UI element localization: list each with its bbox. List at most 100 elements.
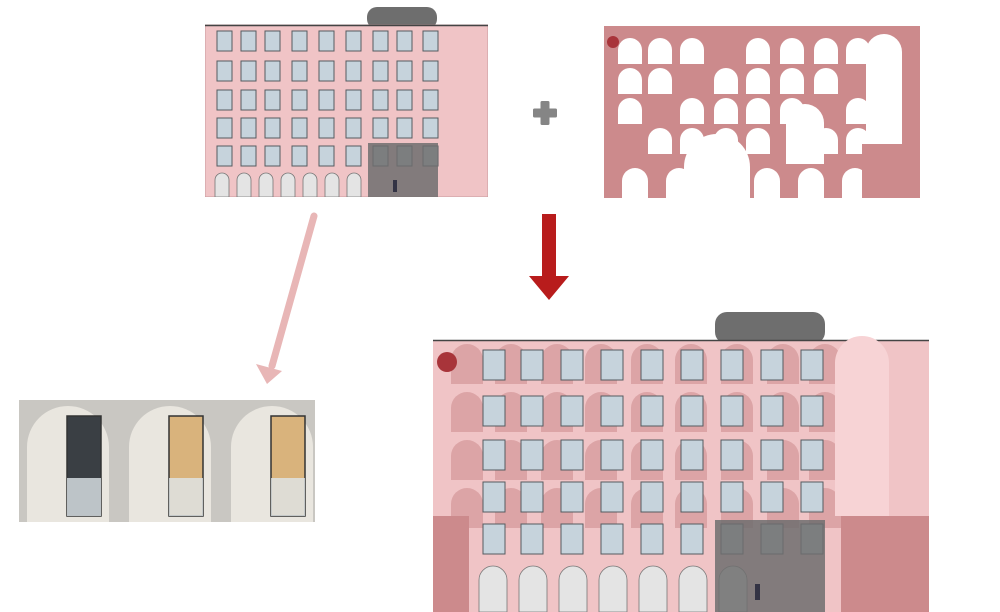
marker-dot (437, 352, 457, 372)
window (680, 439, 704, 471)
window (760, 349, 784, 381)
window (240, 30, 257, 52)
right-base-block (841, 516, 929, 612)
window (760, 481, 784, 513)
arrow-diagonal-icon (250, 208, 330, 388)
window (422, 60, 439, 82)
corner-drum-base (368, 143, 438, 197)
arched-bay-detail-render (19, 400, 315, 522)
overlay-bottom-arch (798, 168, 824, 198)
window (680, 481, 704, 513)
window (240, 145, 257, 167)
overlay-arch (451, 392, 483, 432)
window (760, 395, 784, 427)
person-figure (393, 180, 397, 192)
window (422, 89, 439, 111)
window (264, 60, 281, 82)
window (640, 481, 664, 513)
overlay-void (780, 68, 804, 94)
ground-arch (236, 172, 252, 197)
window (560, 481, 584, 513)
window (345, 30, 362, 52)
plus-icon-vertical (540, 101, 550, 125)
ground-arch (258, 172, 274, 197)
window (240, 117, 257, 139)
window (291, 145, 308, 167)
overlay-arch (451, 344, 483, 384)
window (264, 117, 281, 139)
ground-arch (518, 565, 548, 612)
window (560, 395, 584, 427)
overlay-void (618, 38, 642, 64)
overlay-bottom-arch (754, 168, 780, 198)
ground-arch (478, 565, 508, 612)
overlay-void (618, 68, 642, 94)
person-figure (755, 584, 760, 600)
overlay-void (618, 98, 642, 124)
window (520, 349, 544, 381)
window (345, 89, 362, 111)
arrow-down-shape (529, 214, 569, 300)
roof-drum (367, 7, 437, 29)
window (560, 523, 584, 555)
overlay-void (846, 98, 870, 124)
window (291, 60, 308, 82)
window (482, 481, 506, 513)
window (560, 349, 584, 381)
arrow-diagonal-shaft (268, 212, 318, 370)
overlay-hall (786, 104, 824, 164)
overlay-void (746, 38, 770, 64)
window (800, 395, 824, 427)
roof-drum (715, 312, 825, 344)
window (345, 60, 362, 82)
window (520, 523, 544, 555)
window (264, 89, 281, 111)
window (720, 395, 744, 427)
glass-balustrade (271, 478, 305, 516)
window (482, 349, 506, 381)
window (216, 60, 233, 82)
window (640, 439, 664, 471)
window (318, 60, 335, 82)
overlay-void (746, 98, 770, 124)
window (800, 481, 824, 513)
overlay-bottom-arch (666, 168, 692, 198)
overlay-void (746, 128, 770, 154)
window (800, 349, 824, 381)
overlay-void (680, 38, 704, 64)
window (520, 481, 544, 513)
window (264, 145, 281, 167)
left-base-block (433, 516, 469, 612)
window (372, 89, 389, 111)
overlay-void (846, 38, 870, 64)
overlay-void (714, 68, 738, 94)
glass-balustrade (67, 478, 101, 516)
overlay-void (780, 38, 804, 64)
window (216, 145, 233, 167)
window (600, 523, 624, 555)
window (482, 439, 506, 471)
window (560, 439, 584, 471)
window (318, 145, 335, 167)
window (600, 439, 624, 471)
arrow-down-icon (525, 210, 573, 306)
overlay-void (746, 68, 770, 94)
window (291, 89, 308, 111)
window (396, 30, 413, 52)
window (291, 117, 308, 139)
overlay-corner-block (862, 144, 920, 198)
ground-arch (598, 565, 628, 612)
window (345, 145, 362, 167)
ground-arch (302, 172, 318, 197)
window (240, 89, 257, 111)
window (372, 30, 389, 52)
window (760, 439, 784, 471)
overlay-bottom-arch (842, 168, 868, 198)
window (800, 439, 824, 471)
window (396, 117, 413, 139)
window (640, 349, 664, 381)
window (396, 89, 413, 111)
facade-body (205, 24, 488, 197)
historic-arcade-overlay (604, 26, 920, 198)
window (318, 117, 335, 139)
